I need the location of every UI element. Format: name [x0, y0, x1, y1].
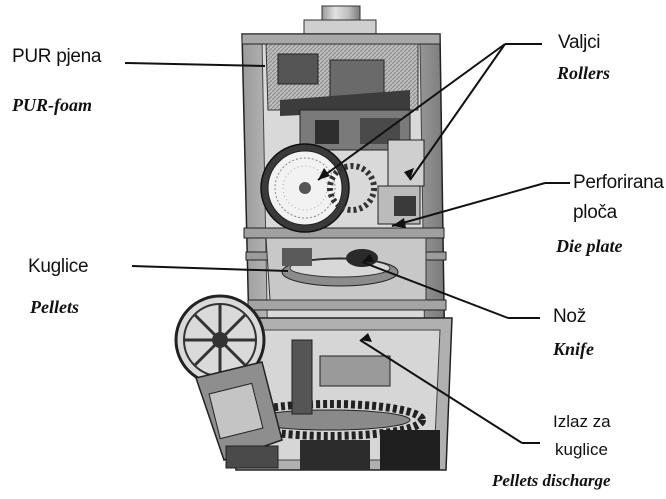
- label-discharge-en: Pellets discharge: [492, 471, 611, 491]
- label-rollers-en: Rollers: [557, 63, 610, 84]
- label-knife-en: Knife: [553, 339, 594, 360]
- label-pellets-hr: Kuglice: [28, 256, 88, 278]
- label-discharge-hr-line1: Izlaz za: [553, 412, 611, 432]
- label-die-plate-hr-line2: ploča: [573, 202, 617, 224]
- pellets-zone: [266, 238, 426, 300]
- label-pur-foam-hr: PUR pjena: [12, 46, 101, 68]
- label-pur-foam-en: PUR-foam: [12, 95, 92, 116]
- label-die-plate-hr-line1: Perforirana: [573, 172, 664, 194]
- top-stack: [304, 6, 376, 34]
- label-knife-hr: Nož: [553, 306, 586, 328]
- label-die-plate-en: Die plate: [556, 236, 622, 257]
- label-pellets-en: Pellets: [30, 297, 79, 318]
- label-discharge-hr-line2: kuglice: [555, 440, 608, 460]
- label-rollers-hr: Valjci: [558, 32, 600, 54]
- pur-foam-region: [266, 44, 418, 116]
